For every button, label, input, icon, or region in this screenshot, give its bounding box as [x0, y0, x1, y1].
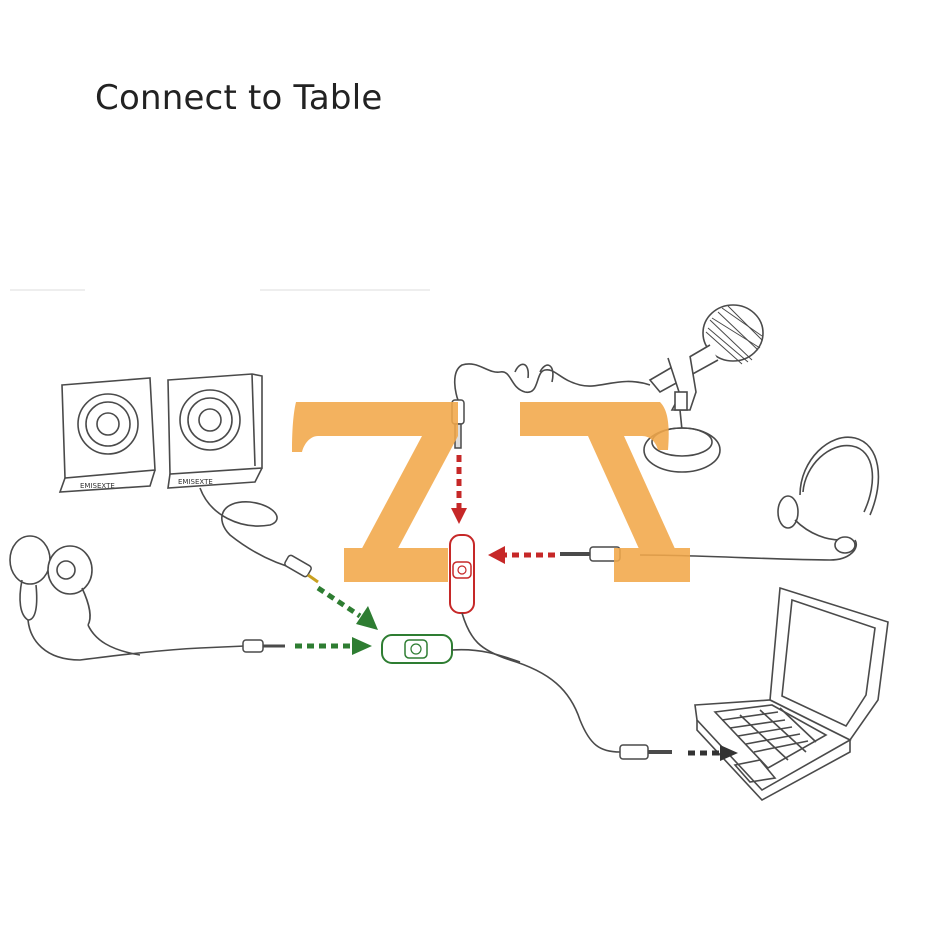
earphone-arrow: [295, 637, 372, 655]
speaker-plug-icon: [284, 554, 319, 584]
earphones-icon: [9, 535, 246, 661]
laptop-icon: [694, 586, 889, 802]
diagram-title: Connect to Table: [95, 78, 383, 118]
headset-plug-icon: [560, 546, 621, 562]
earphone-plug-icon: [242, 639, 285, 653]
headset-arrow: [488, 546, 555, 564]
output-plug-icon: [619, 744, 672, 760]
headset-icon: [639, 436, 880, 561]
speaker-brand-right: EMISEXTE: [178, 478, 213, 486]
output-arrow: [688, 745, 738, 761]
splitter-icon: [381, 534, 621, 753]
microphone-icon: [453, 304, 764, 473]
mic-arrow: [451, 455, 467, 524]
speakers-icon: [58, 373, 301, 571]
speaker-brand-left: EMISEXTE: [80, 482, 115, 490]
speaker-arrow: [316, 585, 378, 630]
watermark-logo: [292, 402, 690, 582]
